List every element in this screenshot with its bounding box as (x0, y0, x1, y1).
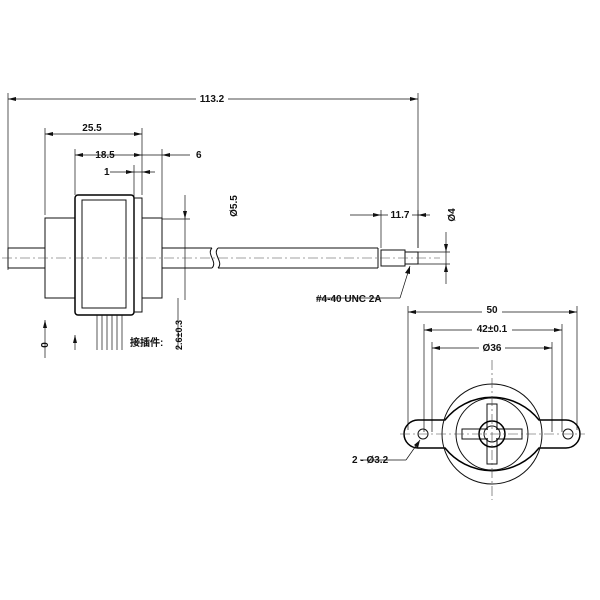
lead-dimensions: 0 2.6±0.3 接插件: (40, 298, 184, 358)
shaft-dia-dimension: Ø5.5 (162, 195, 240, 300)
thread-length-dimension: 11.7 (350, 209, 430, 248)
thread-spec-label: #4-40 UNC 2A (316, 294, 382, 305)
body-inner-label: 18.5 (95, 150, 115, 161)
motor-body (44, 194, 163, 316)
tip-dia-dimension: Ø4 (418, 208, 458, 284)
lead-wires (96, 315, 123, 350)
mount-width-dimension: 50 (407, 304, 578, 430)
mount-holes-callout: 2 - Ø3.2 (352, 439, 421, 466)
small-step-dimension: 1 (104, 165, 155, 198)
lead-a-label: 0 (40, 342, 51, 348)
shaft-dia-label: Ø5.5 (229, 195, 240, 217)
body-length-label: 25.5 (82, 123, 102, 134)
connector-label: 接插件: (130, 336, 163, 349)
thread-spec-callout: #4-40 UNC 2A (316, 265, 411, 305)
small-step-label: 1 (104, 167, 110, 178)
mount-width-label: 50 (486, 305, 498, 316)
lead-b-label: 2.6±0.3 (174, 320, 184, 350)
overall-length-label: 113.2 (200, 94, 225, 105)
hole-spacing-dimension: 42±0.1 (423, 323, 563, 432)
body-length-dimension: 25.5 (44, 123, 143, 215)
shaft-offset-label: 6 (196, 150, 202, 161)
thread-length-label: 11.7 (391, 210, 410, 221)
main-shaft (162, 247, 419, 269)
boss-dia-label: Ø36 (483, 343, 502, 354)
boss-dia-dimension: Ø36 (431, 342, 553, 432)
hole-spacing-label: 42±0.1 (477, 324, 508, 335)
mount-holes-label: 2 - Ø3.2 (352, 455, 389, 466)
overall-length-dimension: 113.2 (7, 93, 419, 270)
body-inner-dimension: 18.5 6 (74, 149, 202, 222)
tip-dia-label: Ø4 (447, 208, 458, 222)
